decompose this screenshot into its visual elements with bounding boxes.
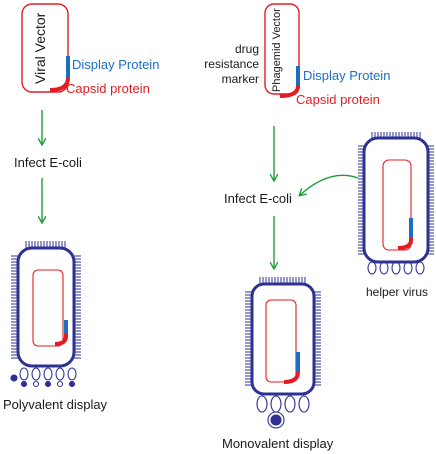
ecoli-polyvalent [10, 241, 81, 388]
display-protein-label-left: Display Protein [72, 57, 160, 72]
infect-ecoli-label-left: Infect E-coli [14, 155, 82, 170]
arrow-helper-to-infect [300, 174, 359, 195]
ecoli-helper-virus [358, 132, 434, 275]
polyvalent-display-label: Polyvalent display [3, 397, 108, 412]
capsid-protein-label-right: Capsid protein [296, 92, 380, 107]
drug-marker-line2: resistance [204, 57, 259, 71]
helper-virus-label: helper virus [366, 285, 429, 299]
drug-marker-line3: marker [221, 72, 259, 86]
capsid-protein-label-left: Capsid protein [66, 81, 150, 96]
viral-vector [21, 3, 70, 93]
monovalent-display-label: Monovalent display [222, 436, 334, 451]
display-protein-label-right: Display Protein [303, 68, 391, 83]
ecoli-monovalent [245, 277, 321, 429]
phagemid-vector-label: Phagemid Vector [271, 8, 283, 92]
drug-marker-line1: drug [234, 42, 259, 56]
viral-vector-label: Viral Vector [32, 12, 48, 84]
infect-ecoli-label-right: Infect E-coli [224, 191, 292, 206]
phagemid-vector [264, 3, 300, 98]
